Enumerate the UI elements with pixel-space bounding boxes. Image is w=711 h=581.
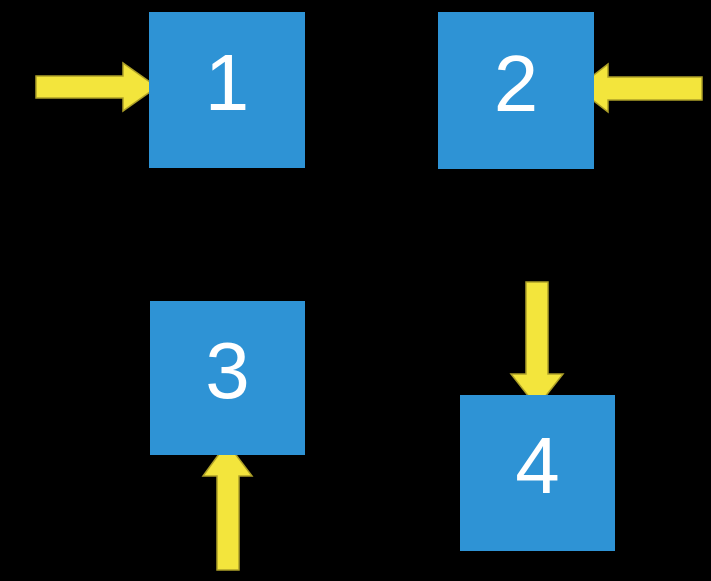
box-4-label: 4: [515, 421, 560, 510]
left-arrow-icon: [575, 62, 703, 114]
box-3-label: 3: [205, 326, 250, 415]
box-1-label: 1: [204, 38, 250, 127]
box-2-label: 2: [493, 38, 539, 128]
up-arrow-icon: [201, 441, 254, 571]
numbered-box-1: 1: [149, 12, 305, 168]
numbered-box-4: 4: [460, 395, 615, 551]
numbered-box-2: 2: [438, 12, 594, 169]
right-arrow-icon: [35, 61, 159, 113]
numbered-box-3: 3: [150, 301, 305, 455]
down-arrow-icon: [509, 281, 565, 409]
